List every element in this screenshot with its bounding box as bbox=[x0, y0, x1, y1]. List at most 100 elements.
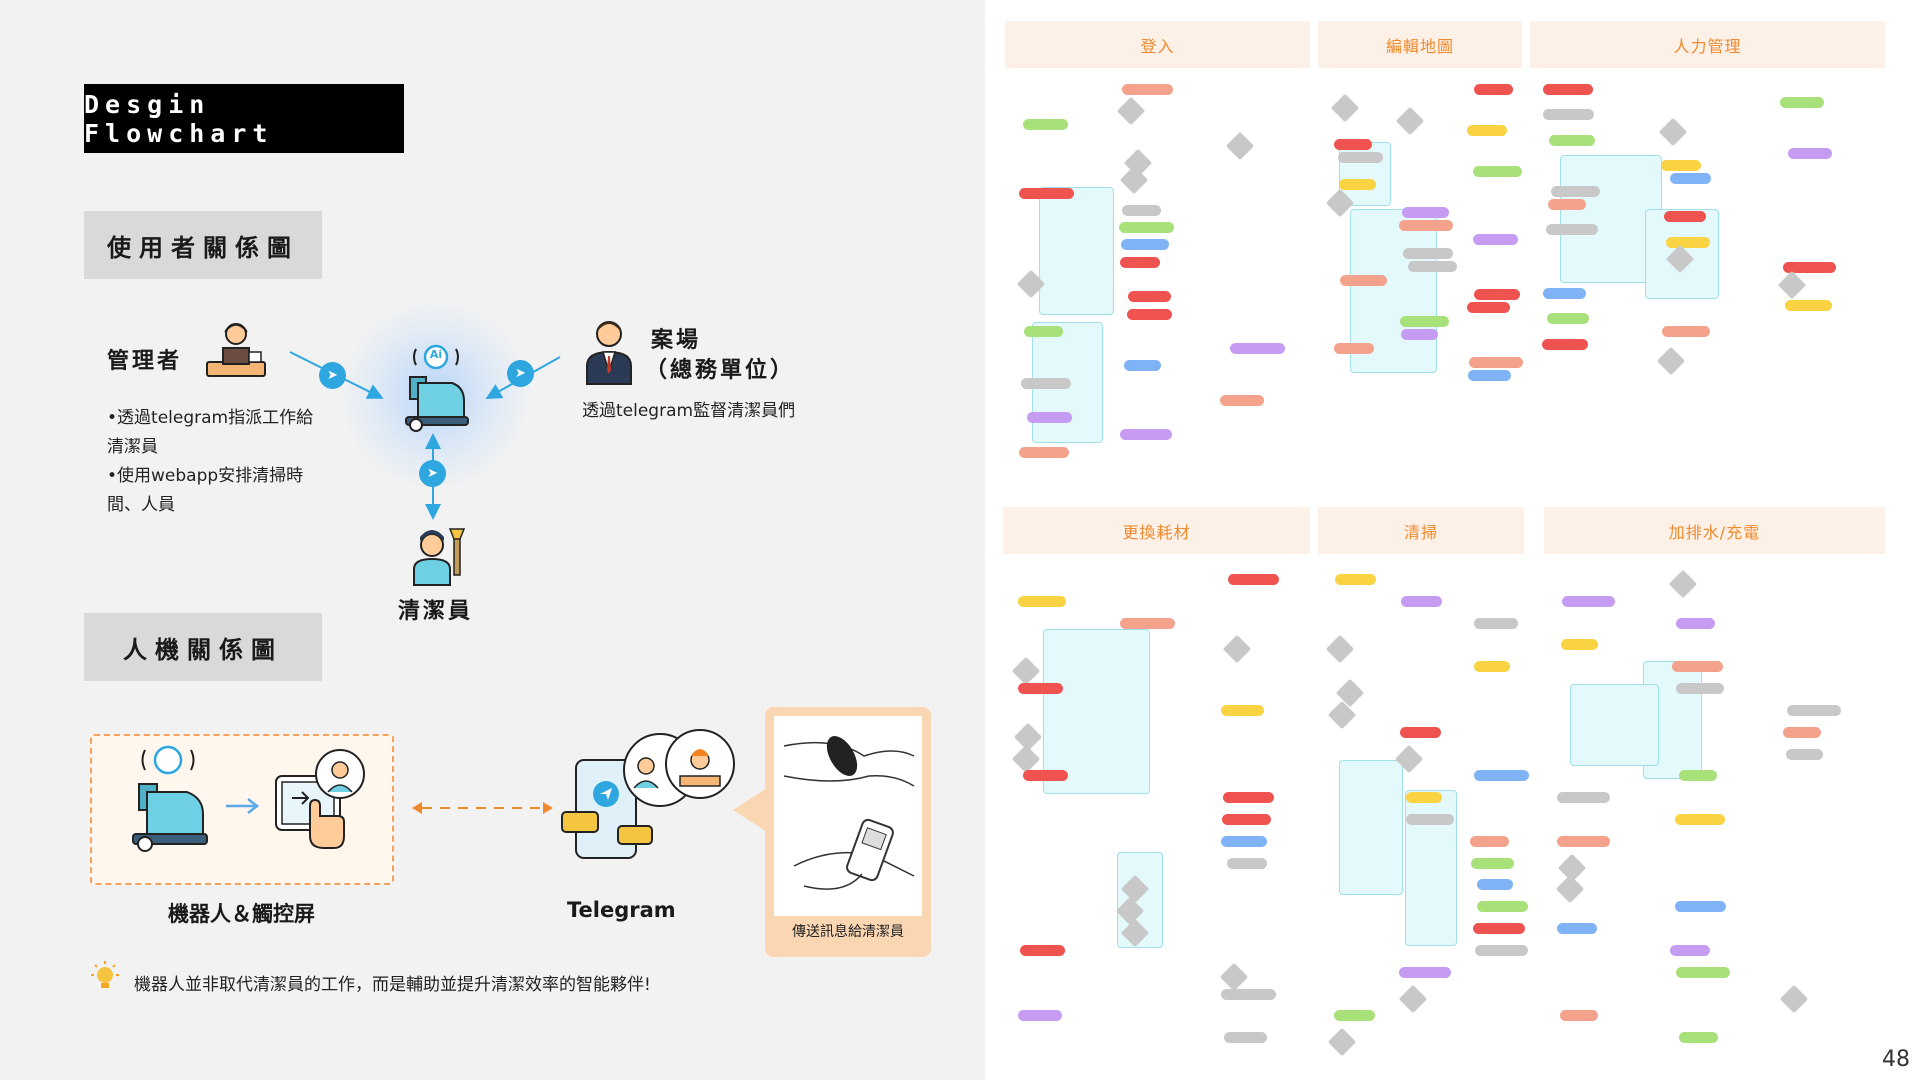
flow-decision-node bbox=[1222, 635, 1251, 664]
flow-process-node bbox=[1551, 185, 1600, 197]
flow-process-node bbox=[1477, 901, 1529, 913]
flow-process-node bbox=[1018, 446, 1069, 458]
flow-process-node bbox=[1120, 617, 1176, 629]
dashed-connector bbox=[412, 802, 553, 814]
flow-process-node bbox=[1401, 329, 1438, 341]
flow-header-edit-map: 編輯地圖 bbox=[1318, 21, 1522, 68]
flow-decision-node bbox=[1328, 700, 1357, 730]
page-title: Desgin Flowchart bbox=[84, 84, 404, 153]
robot-icon bbox=[132, 745, 208, 852]
flow-process-node bbox=[1472, 234, 1518, 245]
flow-process-node bbox=[1676, 683, 1724, 695]
flow-group-container bbox=[1644, 209, 1719, 300]
flow-group-container bbox=[1339, 759, 1404, 896]
flow-process-node bbox=[1220, 704, 1264, 716]
flow-decision-node bbox=[1225, 131, 1255, 160]
flow-process-node bbox=[1469, 835, 1510, 847]
flow-process-node bbox=[1785, 748, 1824, 760]
flow-process-node bbox=[1542, 84, 1594, 95]
flow-process-node bbox=[1119, 222, 1174, 234]
flow-decision-node bbox=[1396, 107, 1425, 136]
flow-process-node bbox=[1121, 239, 1170, 251]
flow-decision-node bbox=[1330, 93, 1360, 122]
tip-text: 機器人並非取代清潔員的工作，而是輔助並提升清潔效率的智能夥伴! bbox=[134, 975, 651, 995]
robot-icon bbox=[405, 344, 469, 432]
flow-decision-node bbox=[1327, 1028, 1356, 1057]
manager-bullet-2: •使用webapp安排清掃時間、人員 bbox=[107, 466, 304, 515]
flow-header-staffing: 人力管理 bbox=[1530, 21, 1885, 68]
flow-process-node bbox=[1784, 300, 1832, 312]
flow-process-node bbox=[1675, 814, 1725, 825]
flow-process-node bbox=[1474, 770, 1530, 782]
flow-process-node bbox=[1676, 966, 1730, 978]
flow-process-node bbox=[1473, 165, 1522, 177]
flow-process-node bbox=[1543, 109, 1594, 121]
flow-process-node bbox=[1399, 220, 1454, 232]
flow-process-node bbox=[1026, 412, 1073, 424]
flow-process-node bbox=[1407, 261, 1457, 273]
flow-process-node bbox=[1557, 923, 1597, 935]
flow-decision-node bbox=[1116, 97, 1146, 126]
flow-process-node bbox=[1675, 617, 1715, 629]
flow-process-node bbox=[1223, 1032, 1268, 1044]
flow-process-node bbox=[1542, 287, 1586, 299]
flow-process-node bbox=[1399, 726, 1441, 738]
flow-process-node bbox=[1560, 1010, 1599, 1022]
flow-process-node bbox=[1402, 247, 1454, 259]
flow-process-node bbox=[1557, 835, 1610, 847]
flow-process-node bbox=[1228, 574, 1280, 585]
flow-process-node bbox=[1333, 343, 1374, 355]
flow-process-node bbox=[1020, 377, 1071, 389]
flow-process-node bbox=[1121, 204, 1162, 216]
message-caption: 傳送訊息給清潔員 bbox=[792, 924, 904, 940]
site-description: 透過telegram監督清潔員們 bbox=[582, 401, 796, 421]
flow-process-node bbox=[1671, 661, 1724, 673]
flow-process-node bbox=[1473, 617, 1518, 629]
flow-header-cleaning: 清掃 bbox=[1318, 507, 1524, 554]
flow-process-node bbox=[1399, 315, 1450, 327]
site-manager-icon bbox=[586, 321, 632, 385]
arrow-right-icon bbox=[226, 798, 260, 814]
telegram-phone-icon bbox=[561, 729, 735, 859]
flow-process-node bbox=[1666, 236, 1711, 248]
flow-process-node bbox=[1783, 262, 1837, 274]
flow-process-node bbox=[1669, 173, 1712, 185]
flow-decision-node bbox=[1780, 984, 1809, 1013]
flow-process-node bbox=[1473, 661, 1511, 673]
flow-process-node bbox=[1128, 291, 1171, 303]
flow-process-node bbox=[1024, 325, 1064, 337]
flow-decision-node bbox=[1657, 347, 1686, 376]
flow-process-node bbox=[1562, 595, 1615, 607]
message-card: 傳送訊息給清潔員 bbox=[765, 707, 931, 957]
flow-decision-node bbox=[1325, 635, 1355, 664]
flow-process-node bbox=[1220, 988, 1276, 1000]
flow-header-water-charge: 加排水/充電 bbox=[1544, 507, 1885, 554]
flow-process-node bbox=[1401, 595, 1442, 607]
flow-process-node bbox=[1018, 595, 1067, 607]
flow-decision-node bbox=[1556, 875, 1585, 904]
flow-process-node bbox=[1017, 683, 1064, 695]
flow-header-consumables: 更換耗材 bbox=[1003, 507, 1310, 554]
flow-process-node bbox=[1546, 313, 1589, 325]
site-title: 案場 bbox=[651, 328, 702, 353]
flow-process-node bbox=[1661, 160, 1702, 172]
flow-group-container bbox=[1570, 684, 1659, 766]
flow-process-node bbox=[1557, 792, 1611, 804]
flow-decision-node bbox=[1219, 962, 1249, 991]
flow-process-node bbox=[1018, 1010, 1062, 1022]
flow-process-node bbox=[1787, 704, 1841, 716]
flow-process-node bbox=[1467, 370, 1511, 382]
flowchart-overview-panel: 登入 編輯地圖 人力管理 更換耗材 清掃 加排水/充電 48 bbox=[985, 0, 1920, 1080]
flow-process-node bbox=[1338, 179, 1377, 191]
flow-process-node bbox=[1399, 966, 1451, 978]
flow-process-node bbox=[1560, 639, 1599, 651]
flow-process-node bbox=[1019, 944, 1065, 956]
flow-process-node bbox=[1335, 574, 1376, 585]
flow-group-container bbox=[1043, 628, 1151, 794]
telegram-icon: ➤ bbox=[319, 362, 346, 389]
flow-process-node bbox=[1473, 288, 1520, 300]
flow-process-node bbox=[1788, 147, 1832, 159]
flow-process-node bbox=[1549, 134, 1596, 146]
flow-process-node bbox=[1542, 338, 1588, 350]
flow-process-node bbox=[1127, 308, 1173, 320]
